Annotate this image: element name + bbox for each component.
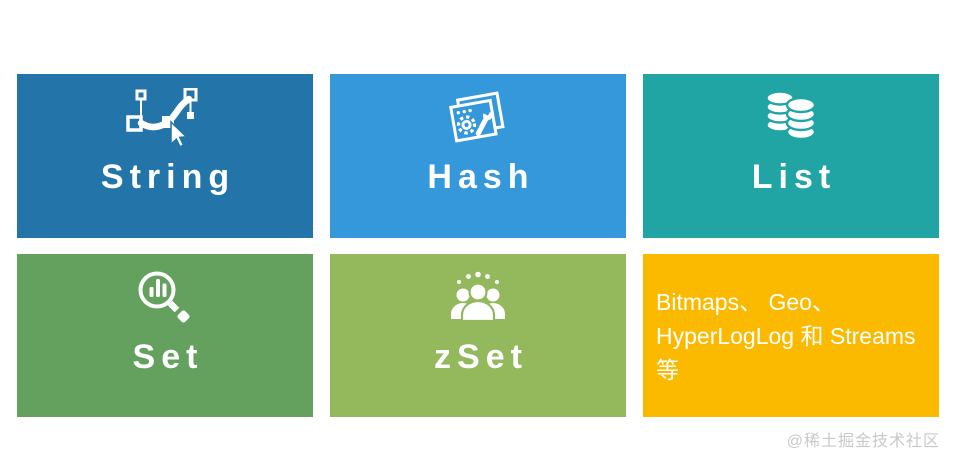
card-hash: Hash <box>330 74 626 238</box>
magnifier-bar-chart-icon <box>138 271 190 323</box>
card-grid: String Hash <box>17 74 939 417</box>
card-label: String <box>100 158 236 196</box>
card-label: zSet <box>434 338 528 376</box>
watermark: @稀土掘金技术社区 <box>786 433 940 450</box>
card-list: List <box>643 74 939 238</box>
window-tools-icon <box>449 91 505 143</box>
card-label: List <box>751 158 837 196</box>
card-other-types: Bitmaps、 Geo、 HyperLogLog 和 Streams 等 <box>643 254 939 417</box>
card-label: Set <box>132 338 204 376</box>
coin-stacks-icon <box>765 90 817 141</box>
people-group-icon <box>451 271 505 323</box>
card-icon-wrap <box>126 88 204 148</box>
bezier-curve-cursor-icon <box>126 88 198 148</box>
card-icon-wrap <box>442 268 514 328</box>
card-zset: zSet <box>330 254 626 417</box>
card-label: Hash <box>427 158 535 196</box>
card-text-line-2: HyperLogLog 和 Streams 等 <box>656 322 916 383</box>
card-text-block: Bitmaps、 Geo、 HyperLogLog 和 Streams 等 <box>656 285 931 387</box>
card-icon-wrap <box>760 88 822 148</box>
card-string: String <box>17 74 313 238</box>
card-text-line-1: Bitmaps、 Geo、 <box>656 288 835 315</box>
card-icon-wrap <box>446 88 510 148</box>
card-set: Set <box>17 254 313 417</box>
card-icon-wrap <box>134 268 196 328</box>
